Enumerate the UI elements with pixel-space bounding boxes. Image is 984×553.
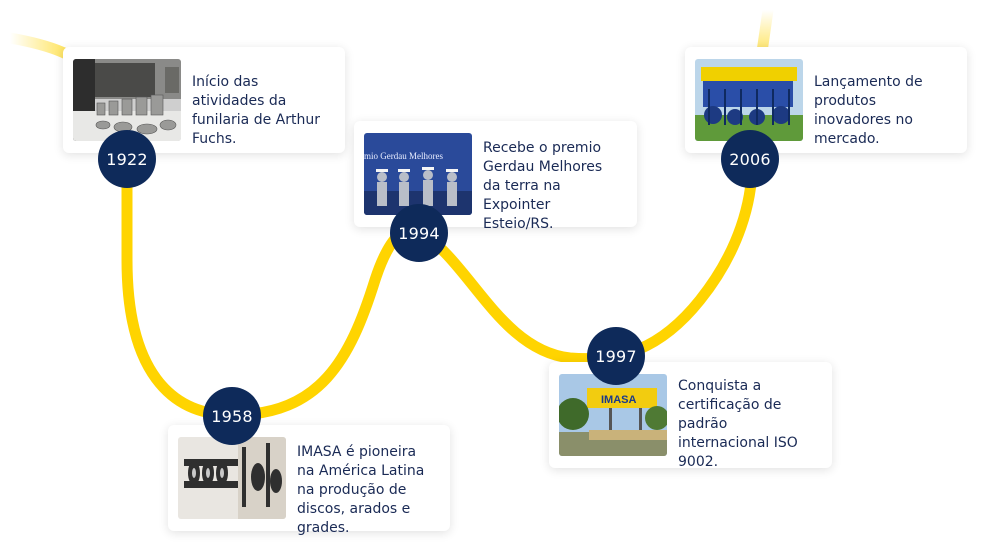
year-badge-1997: 1997 [587,327,645,385]
milestone-text-1997: Conquista a certificação de padrão inter… [667,374,822,472]
milestone-card-1958: IMASA é pioneira na América Latina na pr… [168,425,450,531]
milestone-card-1922: Início das atividades da funilaria de Ar… [63,47,345,153]
milestone-photo-1997: IMASA [559,374,667,456]
milestone-card-1997: IMASA Conquista a certificação de padrão… [549,362,832,468]
photo-sign-text-1994: mio Gerdau Melhores [364,151,443,161]
milestone-photo-2006 [695,59,803,141]
milestone-text-1994: Recebe o premio Gerdau Melhores da terra… [472,133,627,234]
milestone-card-1994: mio Gerdau Melhores Recebe o premio Gerd… [354,121,637,227]
year-badge-1994: 1994 [390,204,448,262]
milestone-photo-1922 [73,59,181,141]
year-badge-1958: 1958 [203,387,261,445]
milestone-text-1922: Início das atividades da funilaria de Ar… [181,59,335,149]
milestone-photo-1958 [178,437,286,519]
milestone-text-1958: IMASA é pioneira na América Latina na pr… [286,437,440,538]
photo-sign-text-1997: IMASA [601,394,637,406]
milestone-card-2006: Lançamento de produtos inovadores no mer… [685,47,967,153]
year-badge-2006: 2006 [721,130,779,188]
year-badge-1922: 1922 [98,130,156,188]
milestone-photo-1994: mio Gerdau Melhores [364,133,472,215]
milestone-text-2006: Lançamento de produtos inovadores no mer… [803,59,957,149]
